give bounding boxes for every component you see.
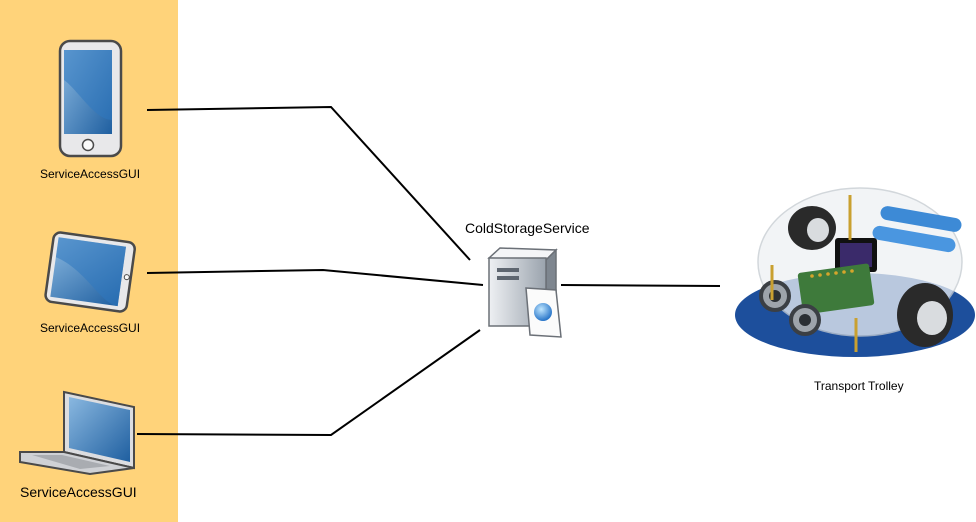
- robot-trolley-icon: [735, 187, 975, 357]
- connector-server-robot: [560, 284, 721, 287]
- tablet-client-label: ServiceAccessGUI: [40, 321, 141, 335]
- connector-phone-server: [146, 105, 471, 261]
- laptop-client-label: ServiceAccessGUI: [20, 484, 137, 500]
- server-icon: [487, 247, 562, 338]
- phone-client-label: ServiceAccessGUI: [40, 167, 141, 181]
- smartphone-icon: [58, 39, 123, 158]
- laptop-icon: [19, 390, 135, 476]
- connector-laptop-server: [136, 329, 481, 437]
- connector-tablet-server: [146, 268, 484, 286]
- tablet-icon: [44, 231, 136, 313]
- robot-label: Transport Trolley: [814, 379, 904, 393]
- server-label: ColdStorageService: [465, 220, 590, 236]
